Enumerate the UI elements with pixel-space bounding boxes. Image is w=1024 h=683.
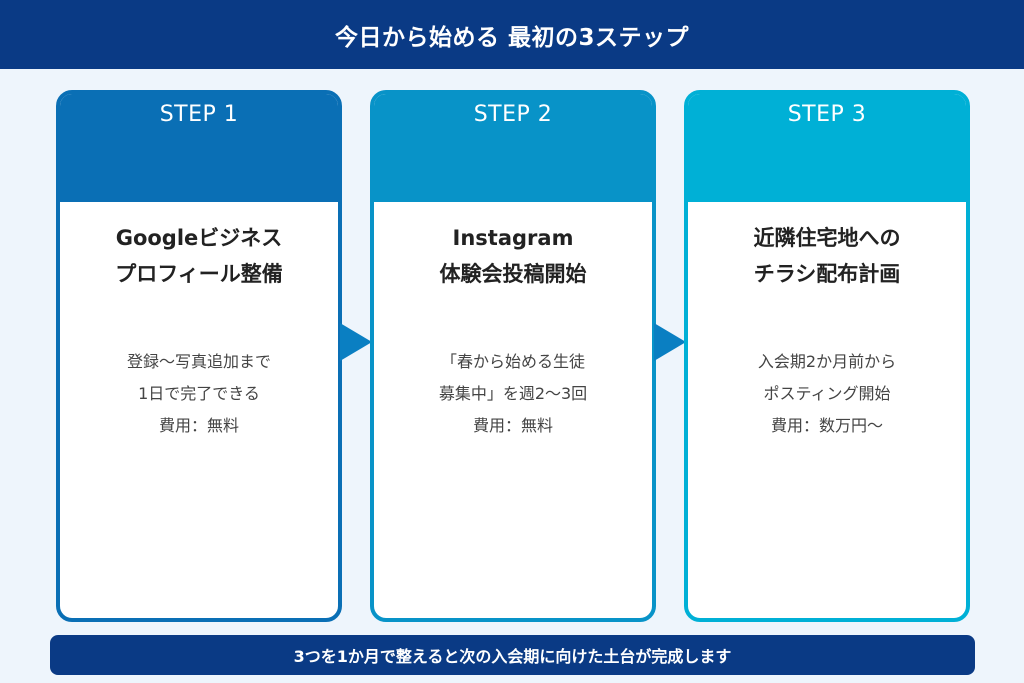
step-description: 登録〜写真追加まで 1日で完了できる 費用：無料 bbox=[60, 346, 338, 442]
step-title-line: 体験会投稿開始 bbox=[439, 262, 587, 286]
step-cost: 費用：数万円〜 bbox=[770, 416, 883, 435]
step-header-3: STEP 3 bbox=[688, 94, 966, 202]
header-bar: 今日から始める 最初の3ステップ bbox=[0, 0, 1024, 69]
step-label: STEP 1 bbox=[159, 102, 239, 127]
step-description-line: 募集中」を週2〜3回 bbox=[438, 384, 588, 403]
step-title-line: Googleビジネス bbox=[115, 226, 283, 250]
step-description: 「春から始める生徒 募集中」を週2〜3回 費用：無料 bbox=[374, 346, 652, 442]
step-title-line: プロフィール整備 bbox=[115, 262, 283, 286]
footer-text: 3つを1か月で整えると次の入会期に向けた土台が完成します bbox=[293, 647, 732, 666]
footer-banner: 3つを1か月で整えると次の入会期に向けた土台が完成します bbox=[50, 635, 975, 675]
arrow-right-icon bbox=[654, 323, 686, 361]
step-description-line: ポスティング開始 bbox=[763, 384, 891, 403]
step-description-line: 「春から始める生徒 bbox=[440, 352, 585, 371]
step-header-2: STEP 2 bbox=[374, 94, 652, 202]
step-description-line: 登録〜写真追加まで bbox=[126, 352, 271, 371]
step-title: Googleビジネス プロフィール整備 bbox=[60, 220, 338, 292]
step-label: STEP 3 bbox=[787, 102, 867, 127]
step-card-2: STEP 2 Instagram 体験会投稿開始 「春から始める生徒 募集中」を… bbox=[370, 90, 656, 622]
step-title-line: チラシ配布計画 bbox=[753, 262, 901, 286]
step-title: Instagram 体験会投稿開始 bbox=[374, 220, 652, 292]
page-title: 今日から始める 最初の3ステップ bbox=[334, 24, 689, 51]
step-description-line: 入会期2か月前から bbox=[757, 352, 897, 371]
step-title-line: Instagram bbox=[452, 226, 574, 250]
step-title-line: 近隣住宅地への bbox=[753, 226, 901, 250]
step-description: 入会期2か月前から ポスティング開始 費用：数万円〜 bbox=[688, 346, 966, 442]
step-card-1: STEP 1 Googleビジネス プロフィール整備 登録〜写真追加まで 1日で… bbox=[56, 90, 342, 622]
step-card-3: STEP 3 近隣住宅地への チラシ配布計画 入会期2か月前から ポスティング開… bbox=[684, 90, 970, 622]
step-header-1: STEP 1 bbox=[60, 94, 338, 202]
step-label: STEP 2 bbox=[473, 102, 553, 127]
step-cost: 費用：無料 bbox=[472, 416, 553, 435]
step-cost: 費用：無料 bbox=[158, 416, 239, 435]
arrow-right-icon bbox=[340, 323, 372, 361]
step-title: 近隣住宅地への チラシ配布計画 bbox=[688, 220, 966, 292]
step-description-line: 1日で完了できる bbox=[138, 384, 260, 403]
